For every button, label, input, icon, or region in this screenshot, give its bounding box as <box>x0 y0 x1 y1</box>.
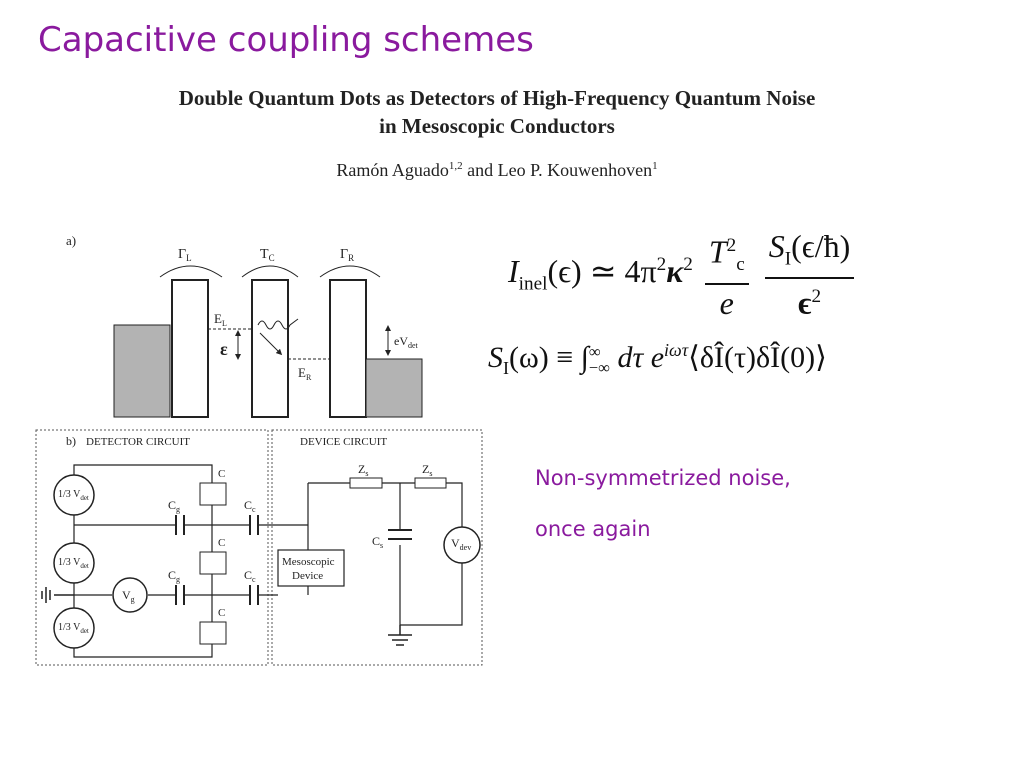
cc-2-label: Cc <box>244 568 256 584</box>
arc-gamma-r <box>319 265 381 278</box>
author-2: Leo P. Kouwenhoven <box>497 160 653 180</box>
meso-line1: Mesoscopic <box>282 556 335 568</box>
photon-wiggle <box>257 318 299 330</box>
evdet-label: eVdet <box>394 334 419 350</box>
tc-label: TC <box>260 247 275 263</box>
cg-2-label: Cg <box>168 568 180 584</box>
ground-left <box>41 587 74 603</box>
barrier-left <box>171 279 209 418</box>
cg-1-label: Cg <box>168 498 180 514</box>
junction-c-1 <box>199 482 227 506</box>
arc-gamma-l <box>159 265 223 278</box>
vdet-3-label: 1/3 Vdet <box>58 622 89 635</box>
equation-noise-spectrum: SI(ω) ≡ ∫∞−∞ dτ eiωτ⟨δÎ(τ)δÎ(0)⟩ <box>488 340 827 378</box>
er-label: ER <box>298 365 312 382</box>
junction-c-3 <box>199 621 227 645</box>
author-2-affiliation: 1 <box>652 160 658 172</box>
note-line2: once again <box>535 517 651 541</box>
c-1-label: C <box>218 468 225 480</box>
detector-circuit-label: DETECTOR CIRCUIT <box>86 436 190 448</box>
el-label: EL <box>214 311 227 328</box>
slide-title: Capacitive coupling schemes <box>38 20 534 60</box>
gamma-l-label: ΓL <box>178 247 192 263</box>
gamma-r-label: ΓR <box>340 247 354 263</box>
vdev-label: Vdev <box>451 536 471 552</box>
panel-b-label: b) <box>66 434 76 448</box>
device-wires <box>307 482 463 626</box>
right-lead <box>365 358 423 418</box>
zs-resistor-2 <box>414 477 447 489</box>
author-conjunction: and <box>467 160 494 180</box>
meso-line2: Device <box>292 570 323 582</box>
author-1-affiliation: 1,2 <box>448 160 463 172</box>
cc-cap-2 <box>249 585 259 605</box>
fraction-noise: SI(ϵ/ħ)ϵ2 <box>764 228 855 321</box>
zs-1-label: Zs <box>358 462 368 478</box>
paper-title: Double Quantum Dots as Detectors of High… <box>0 84 994 140</box>
junction-c-2 <box>199 551 227 575</box>
cs-label: Cs <box>372 534 383 550</box>
note-line1: Non-symmetrized noise, <box>535 466 791 490</box>
paper-title-line2: in Mesoscopic Conductors <box>379 114 615 138</box>
vdet-1-label: 1/3 Vdet <box>58 489 89 502</box>
device-circuit-box <box>271 429 483 666</box>
cs-cap <box>388 529 412 540</box>
device-circuit-label: DEVICE CIRCUIT <box>300 436 387 448</box>
source-vg <box>112 577 148 613</box>
paper-title-line1: Double Quantum Dots as Detectors of High… <box>178 86 816 110</box>
double-dot-figure: a) ΓL TC ΓR EL ε ER eVdet b) DETECTOR CI… <box>35 233 483 666</box>
source-vdev <box>443 526 481 564</box>
left-lead <box>113 324 171 418</box>
mesoscopic-device <box>277 549 345 587</box>
zs-resistor-1 <box>349 477 383 489</box>
vdet-2-label: 1/3 Vdet <box>58 557 89 570</box>
author-1: Ramón Aguado <box>336 160 449 180</box>
detector-circuit-box <box>35 429 269 666</box>
barrier-middle <box>251 279 289 418</box>
paper-authors: Ramón Aguado1,2 and Leo P. Kouwenhoven1 <box>0 160 994 181</box>
ground-device <box>388 625 412 646</box>
cc-cap-1 <box>249 515 259 535</box>
detector-wires <box>73 464 308 658</box>
c-2-label: C <box>218 537 225 549</box>
arc-tc <box>241 265 299 278</box>
cc-1-label: Cc <box>244 498 256 514</box>
cg-cap-1 <box>175 515 185 535</box>
zs-2-label: Zs <box>422 462 432 478</box>
c-3-label: C <box>218 607 225 619</box>
panel-a-label: a) <box>66 233 76 248</box>
vg-label: Vg <box>122 588 135 604</box>
barrier-right <box>329 279 367 418</box>
cg-cap-2 <box>175 585 185 605</box>
epsilon-label: ε <box>220 339 228 359</box>
transition-arrow <box>259 332 283 356</box>
